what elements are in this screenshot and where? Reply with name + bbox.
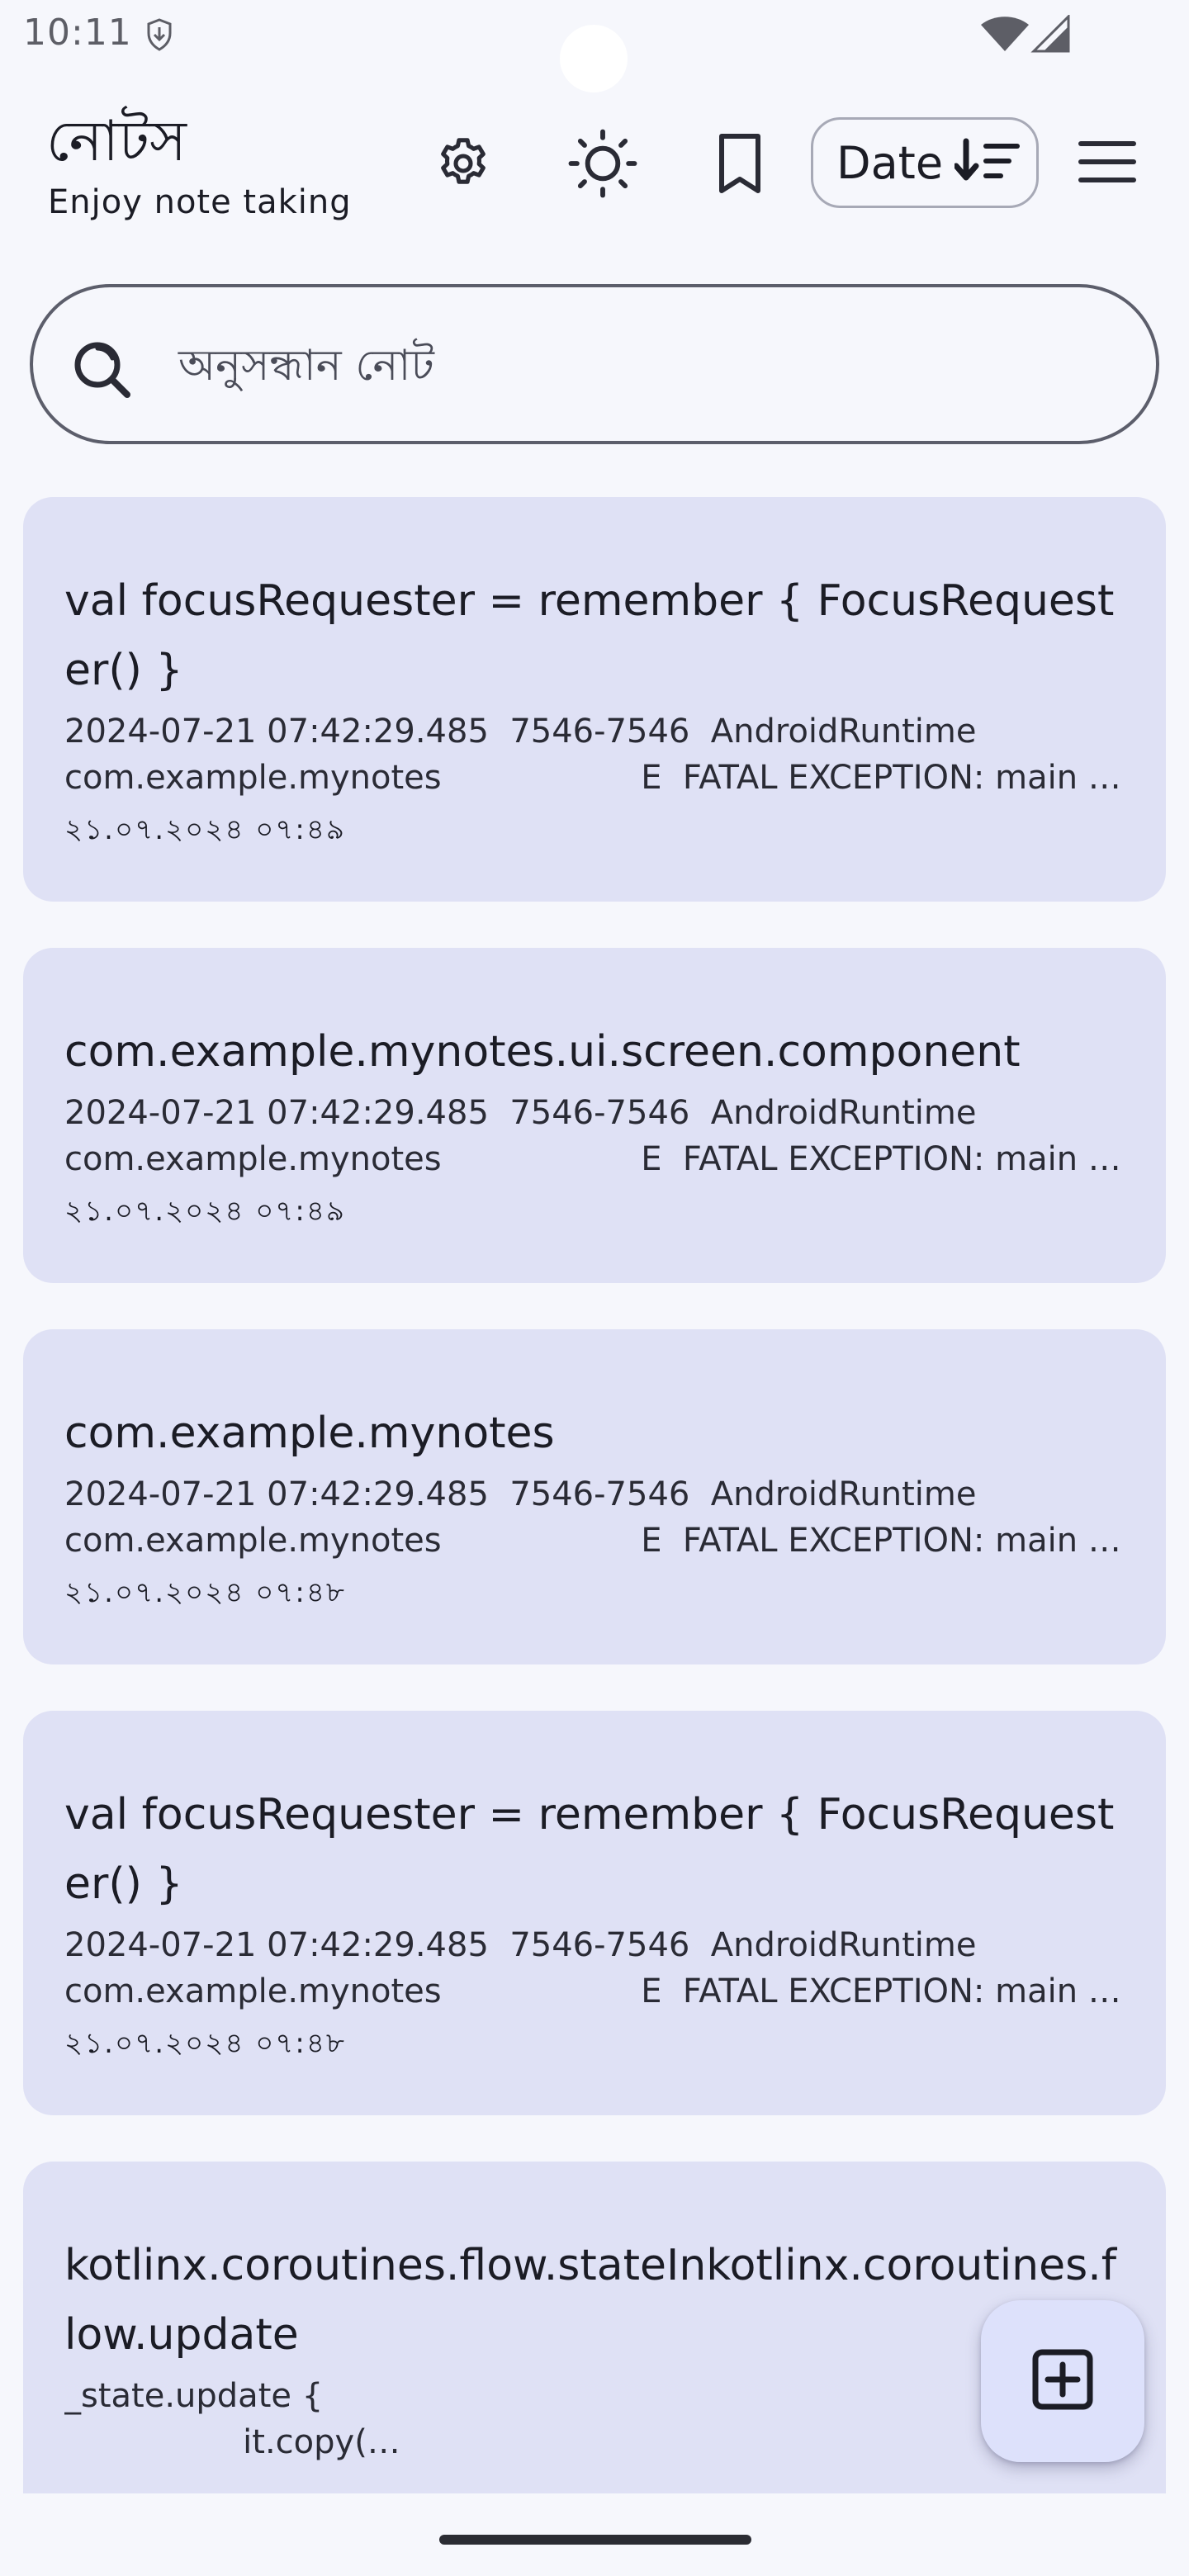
note-date: ২১.০৭.২০২৪ ০৭:৪৮ [64,1576,346,1609]
status-bar: 10:11 [0,0,1189,92]
add-box-icon [1031,2348,1094,2414]
theme-toggle-button[interactable] [563,124,642,203]
notes-list[interactable]: val focusRequester = remember { FocusReq… [23,497,1166,2493]
home-indicator[interactable] [439,2535,751,2545]
signal-icon [1030,13,1070,53]
note-body-line: _state.update { [64,2377,324,2415]
note-card[interactable]: kotlinx.coroutines.flow.stateInkotlinx.c… [23,2162,1166,2493]
note-date: ২১.০৭.২০২৪ ০৭:৪৮ [64,2027,346,2060]
note-title: val focusRequester = remember { FocusReq… [64,576,1115,695]
wifi-icon [979,17,1030,53]
note-body: _state.update { it.copy(… [64,2373,1126,2465]
note-body-line: com.example.mynotes E FATAL EXCEPTION: m… [64,759,1130,797]
note-body-line: 2024-07-21 07:42:29.485 7546-7546 Androi… [64,1094,977,1132]
note-body: 2024-07-21 07:42:29.485 7546-7546 Androi… [64,1090,1130,1182]
note-body-line: it.copy(… [64,2423,400,2461]
note-title: kotlinx.coroutines.flow.stateInkotlinx.c… [64,2241,1117,2360]
note-body: 2024-07-21 07:42:29.485 7546-7546 Androi… [64,708,1130,801]
note-body-line: com.example.mynotes E FATAL EXCEPTION: m… [64,1522,1130,1560]
note-card[interactable]: com.example.mynotes.ui.screen.component … [23,948,1166,1283]
bookmark-icon [715,133,765,194]
gear-icon [433,134,493,193]
bookmarks-button[interactable] [707,129,773,198]
note-body-line: com.example.mynotes E FATAL EXCEPTION: m… [64,1972,1130,2010]
sort-label: Date [836,136,944,189]
add-note-button[interactable] [981,2300,1144,2462]
note-body: 2024-07-21 07:42:29.485 7546-7546 Androi… [64,1922,1130,2015]
note-body-line: com.example.mynotes E FATAL EXCEPTION: m… [64,1140,1130,1178]
note-card[interactable]: val focusRequester = remember { FocusReq… [23,1711,1166,2115]
hamburger-menu-icon [1078,139,1136,185]
note-date: ২১.০৭.২০২৪ ০৭:৪৯ [64,813,346,846]
note-title: com.example.mynotes [64,1409,555,1458]
download-shield-icon [145,18,173,51]
menu-button[interactable] [1075,132,1139,192]
sort-descending-icon [953,138,1021,187]
search-input[interactable]: অনুসন্ধান নোট [30,284,1159,444]
app-subtitle: Enjoy note taking [48,183,352,221]
settings-button[interactable] [426,130,500,197]
note-card[interactable]: com.example.mynotes 2024-07-21 07:42:29.… [23,1329,1166,1664]
note-body-line: 2024-07-21 07:42:29.485 7546-7546 Androi… [64,1475,977,1513]
search-placeholder: অনুসন্ধান নোট [178,341,434,391]
note-date: ২১.০৭.২০২৪ ০৭:৪৯ [64,1195,346,1228]
camera-cutout [560,25,628,92]
note-title: com.example.mynotes.ui.screen.component [64,1027,1021,1077]
sort-by-date-button[interactable]: Date [811,117,1039,208]
app-title: নোটস [46,109,187,174]
note-title: val focusRequester = remember { FocusReq… [64,1790,1115,1909]
sun-icon [566,127,639,200]
note-card[interactable]: val focusRequester = remember { FocusReq… [23,497,1166,902]
note-body-line: 2024-07-21 07:42:29.485 7546-7546 Androi… [64,713,977,751]
note-body: 2024-07-21 07:42:29.485 7546-7546 Androi… [64,1471,1130,1564]
status-time: 10:11 [23,12,132,54]
search-icon [69,337,132,403]
note-body-line: 2024-07-21 07:42:29.485 7546-7546 Androi… [64,1926,977,1964]
